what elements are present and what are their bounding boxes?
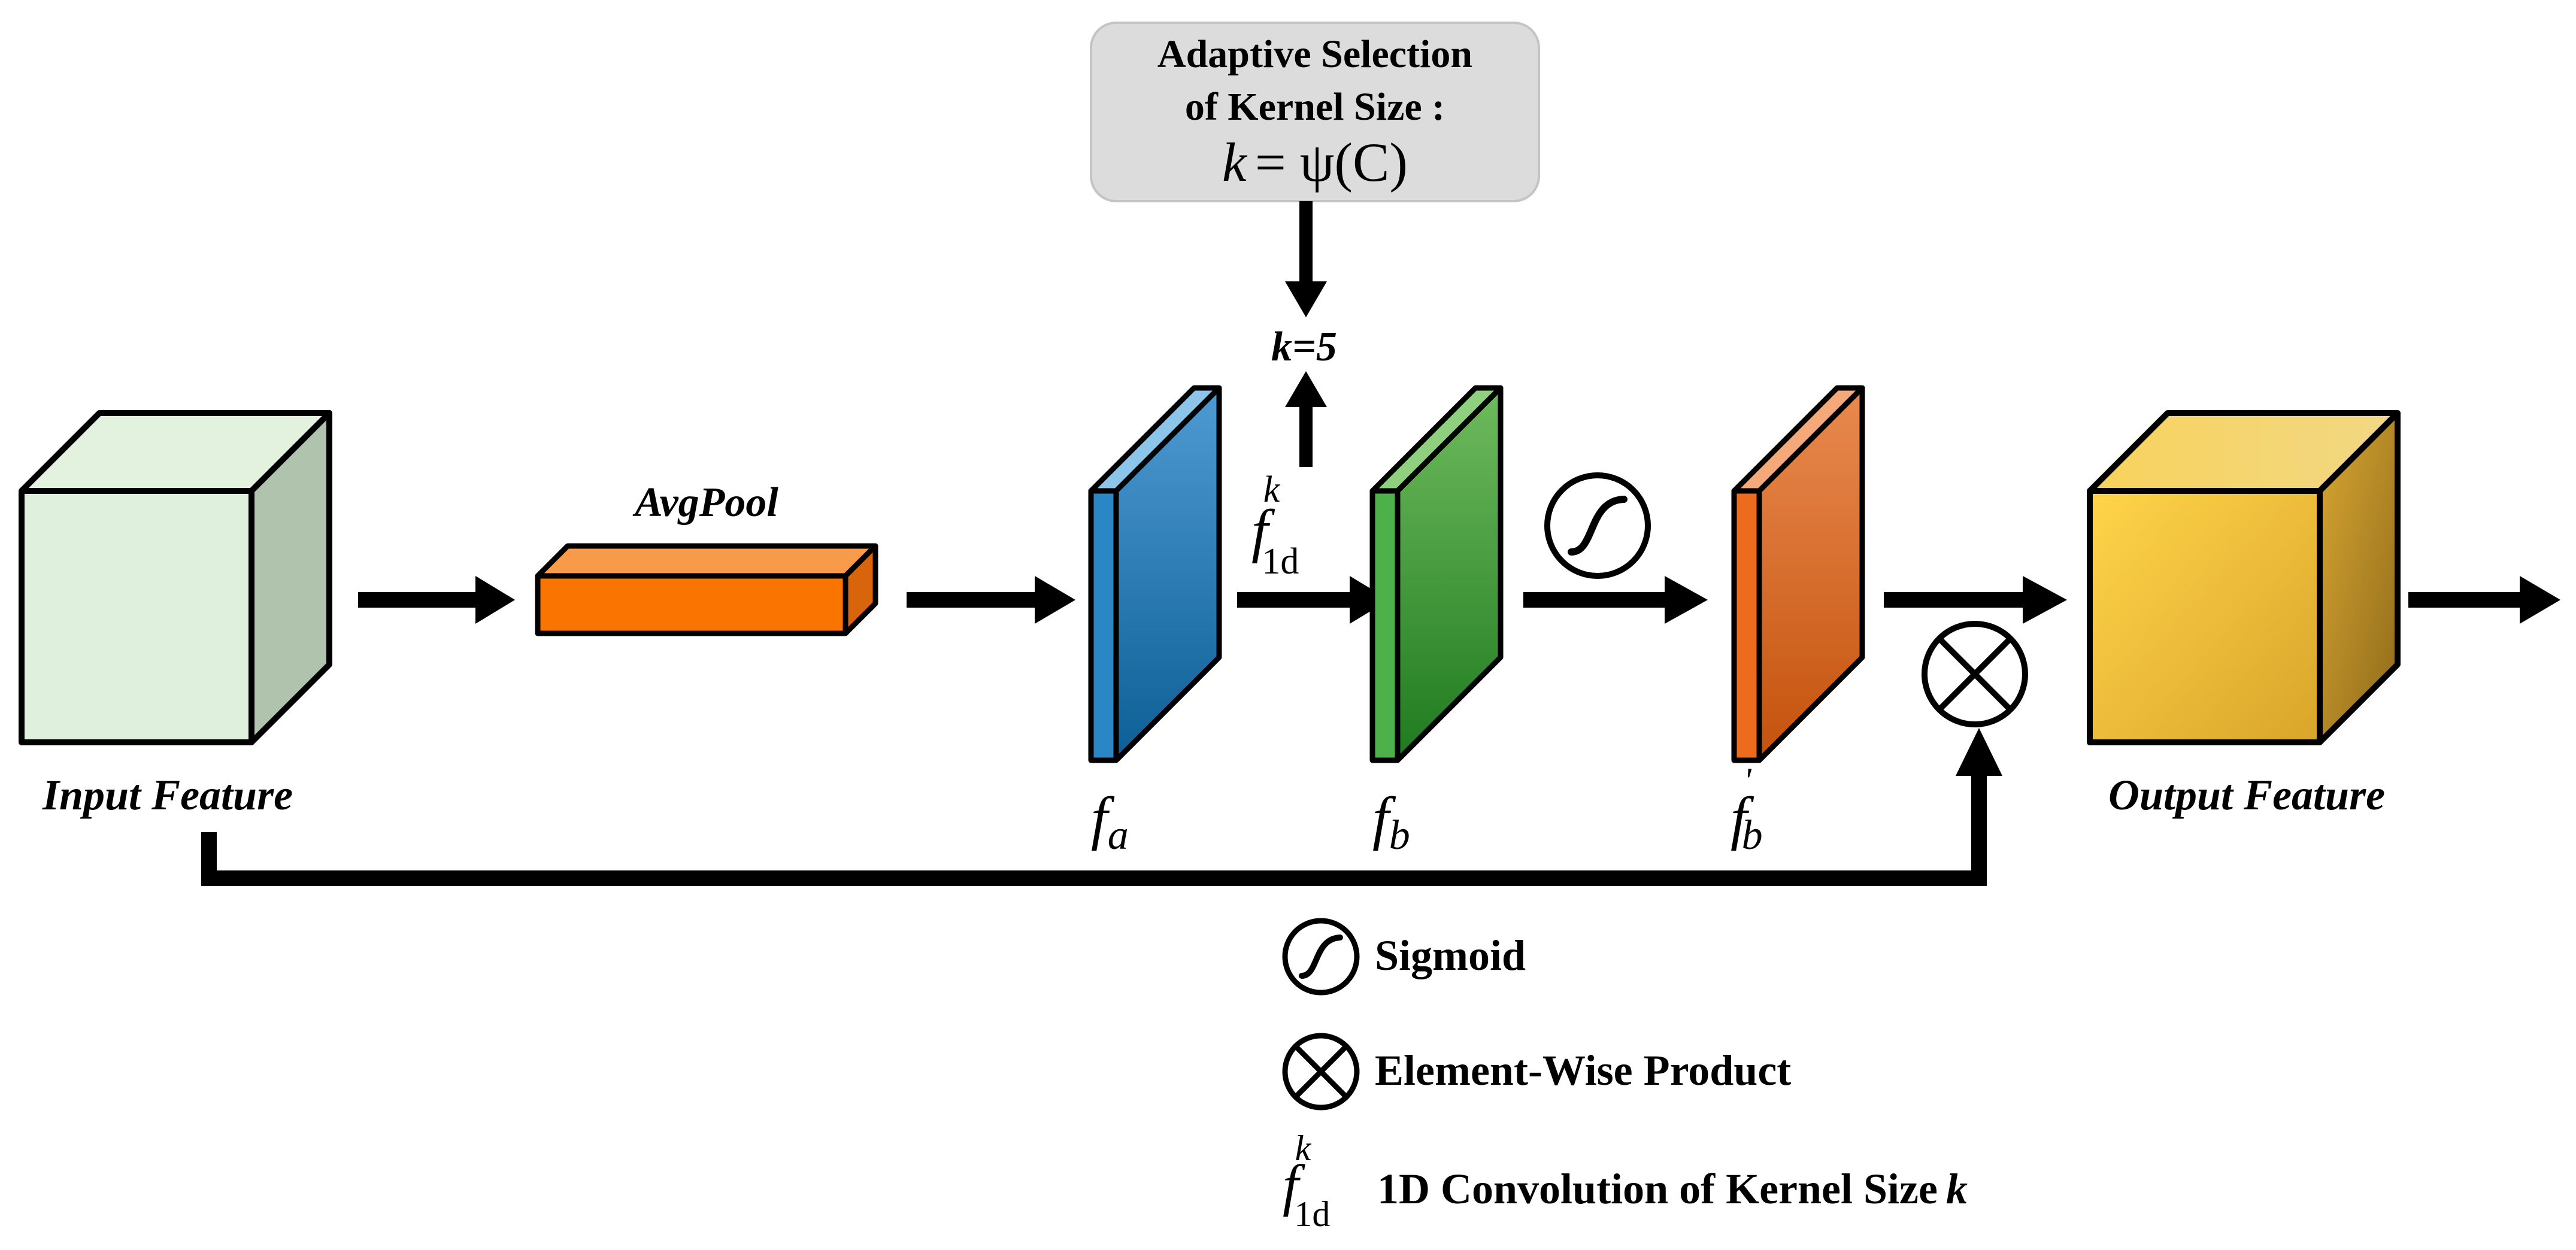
fb-label: fb	[1372, 785, 1410, 858]
fb-panel	[1369, 385, 1504, 763]
avgpool-label: AvgPool	[632, 480, 778, 526]
output-feature-cube	[2087, 410, 2401, 745]
arrow-input-to-avgpool	[358, 576, 515, 624]
fa-label: fa	[1091, 785, 1129, 858]
avgpool-block	[535, 543, 878, 636]
kernel-selection-box	[1090, 22, 1540, 202]
selection-formula: k= ψ(C)	[1222, 132, 1408, 193]
arrow-avgpool-to-fa	[907, 576, 1075, 624]
arrow-conv-to-k	[1285, 371, 1327, 467]
selection-box-line2: of Kernel Size :	[1185, 85, 1445, 129]
k-value-label: k=5	[1271, 324, 1337, 370]
arrow-fa-to-fb	[1237, 576, 1389, 624]
legend-product-label: Element-Wise Product	[1375, 1046, 1791, 1094]
arrow-selection-to-k	[1285, 201, 1327, 317]
fb-prime-panel	[1731, 385, 1865, 763]
arrow-fbprime-to-output	[1884, 576, 2067, 624]
legend-sigmoid-icon	[1282, 918, 1360, 996]
fb-prime-label: f'b	[1731, 761, 1763, 858]
arrow-fb-to-fbprime	[1523, 576, 1708, 624]
legend-sigmoid-label: Sigmoid	[1375, 932, 1526, 979]
skip-connection	[201, 728, 2002, 886]
output-feature-label: Output Feature	[2108, 771, 2385, 819]
input-feature-cube	[19, 410, 332, 745]
product-icon	[1922, 621, 2028, 727]
sigmoid-icon	[1544, 472, 1651, 579]
selection-box-line1: Adaptive Selection	[1157, 32, 1472, 76]
input-feature-label: Input Feature	[42, 771, 293, 819]
fa-panel	[1088, 385, 1222, 763]
legend-product-icon	[1282, 1033, 1360, 1111]
arrow-output-out	[2408, 576, 2560, 624]
